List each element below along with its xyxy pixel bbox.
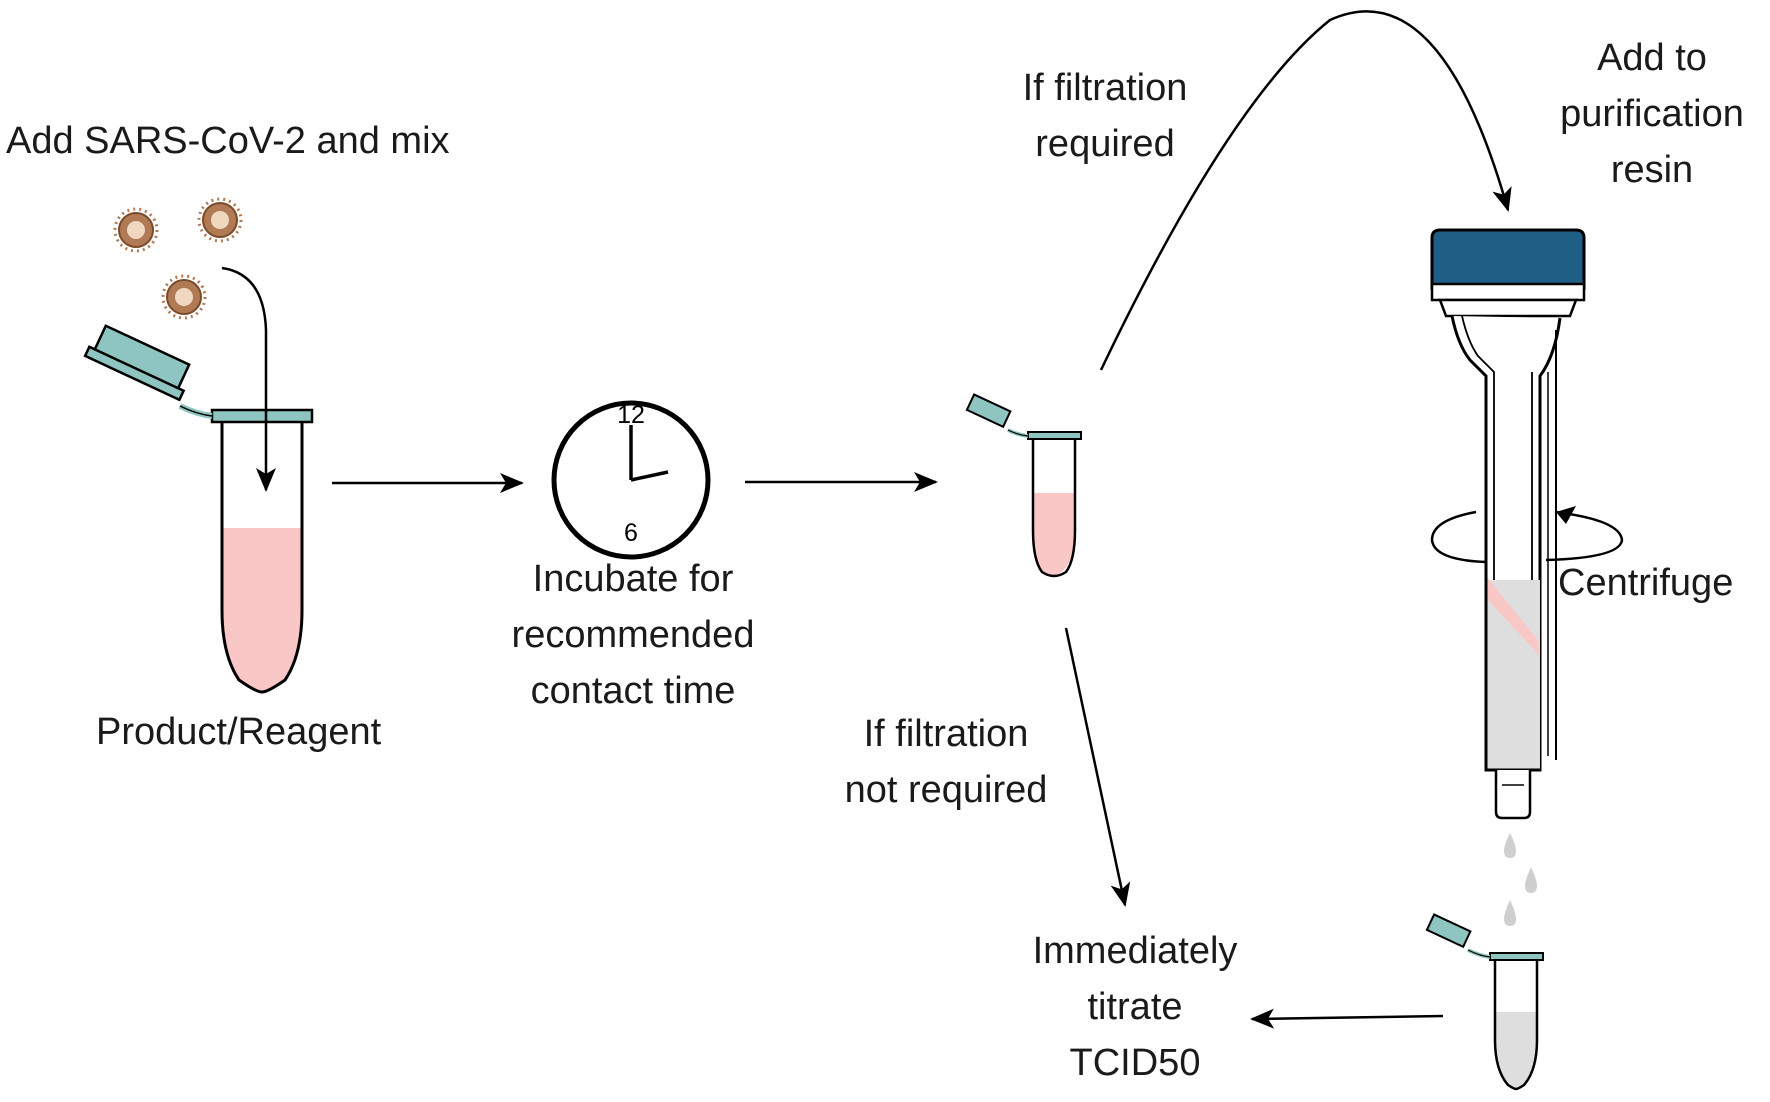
reagent-tube-icon — [83, 324, 314, 694]
label-add-virus: Add SARS-CoV-2 and mix — [6, 120, 450, 162]
virus-particle-2-icon — [197, 197, 243, 243]
centrifuge-rotation-icon — [1430, 506, 1624, 564]
droplets-icon — [1504, 833, 1537, 926]
clock-numeral-12: 12 — [617, 401, 645, 429]
arrow-filtration-required — [1099, 10, 1512, 371]
eluate-tube-icon — [1425, 913, 1544, 1091]
virus-particle-3-icon — [161, 274, 207, 320]
clock-numeral-6: 6 — [624, 519, 638, 547]
label-incubate: Incubate for recommended contact time — [511, 558, 755, 712]
label-product-reagent: Product/Reagent — [96, 711, 382, 753]
arrow-to-titrate — [1250, 1008, 1444, 1029]
add-virus-arrow — [221, 266, 276, 492]
label-filtration-required: If filtration required — [1022, 67, 1188, 165]
clock-icon: 12 6 — [551, 400, 711, 560]
label-add-to-resin: Add to purification resin — [1560, 37, 1744, 191]
label-centrifuge: Centrifuge — [1558, 562, 1734, 604]
label-filtration-not-required: If filtration not required — [844, 713, 1048, 811]
arrow-filtration-not-required — [1064, 627, 1131, 907]
label-titrate: Immediately titrate TCID50 — [1032, 930, 1238, 1084]
virus-particle-1-icon — [113, 207, 159, 253]
purification-column-icon — [1430, 228, 1586, 820]
sample-tube-icon — [965, 393, 1082, 578]
